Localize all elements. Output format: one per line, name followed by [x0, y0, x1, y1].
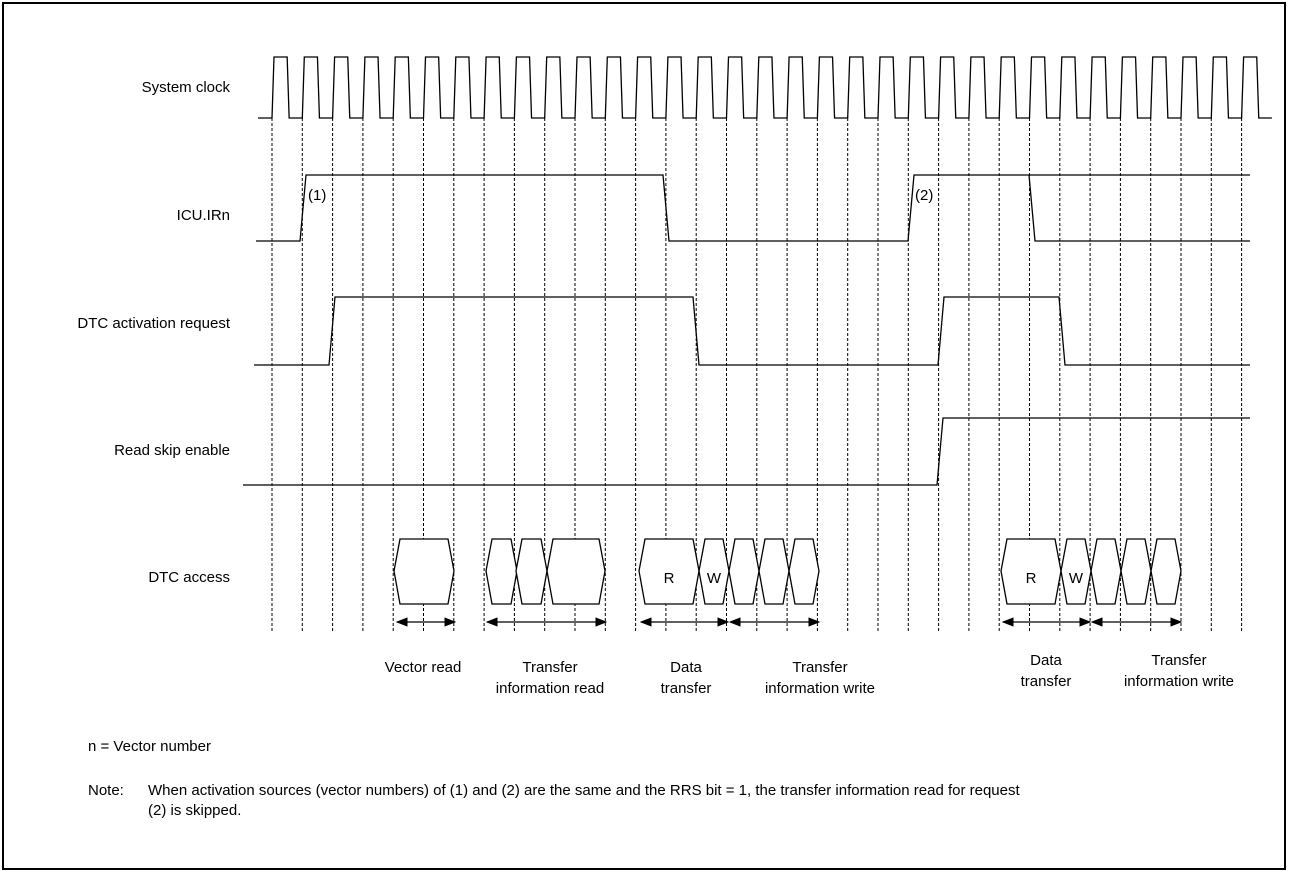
- read-label-1: R: [664, 570, 675, 587]
- vector-number-legend: n = Vector number: [88, 738, 211, 755]
- icu-irn-label: ICU.IRn: [176, 207, 230, 224]
- info-read-cycle-3: [546, 538, 606, 605]
- info-read-cycle-1: [485, 538, 518, 605]
- data-write-cycle-2: [1060, 538, 1092, 605]
- note-text: When activation sources (vector numbers)…: [148, 782, 1020, 819]
- transfer-info-write-caption-1: Transfer information write: [764, 659, 876, 697]
- info-write-cycle-1a: [728, 538, 760, 605]
- info-write-cycle-1b: [758, 538, 790, 605]
- info-read-cycle-2: [515, 538, 548, 605]
- data-transfer-caption-2: Data transfer: [1020, 652, 1072, 690]
- dtc-access-bus: [393, 538, 1182, 605]
- vector-read-caption: Vector read: [384, 659, 462, 676]
- data-read-cycle-1: [638, 538, 700, 605]
- read-skip-enable-waveform: [243, 417, 1250, 486]
- system-clock-label: System clock: [141, 79, 230, 96]
- read-label-2: R: [1026, 570, 1037, 587]
- info-write-cycle-1c: [788, 538, 820, 605]
- read-skip-enable-label: Read skip enable: [114, 442, 230, 459]
- transfer-info-write-caption-2: Transfer information write: [1123, 652, 1235, 690]
- dtc-activation-request-label: DTC activation request: [77, 315, 230, 332]
- system-clock-waveform: [258, 56, 1272, 119]
- marker-2: (2): [915, 187, 933, 204]
- write-label-1: W: [707, 570, 722, 587]
- dtc-access-label: DTC access: [148, 569, 230, 586]
- note-label: Note:: [88, 782, 124, 799]
- data-read-cycle-2: [1000, 538, 1062, 605]
- dtc-activation-request-waveform: [254, 296, 1250, 366]
- vector-read-cycle: [393, 538, 455, 605]
- info-write-cycle-2a: [1090, 538, 1122, 605]
- info-write-cycle-2c: [1150, 538, 1182, 605]
- icu-irn-waveform: [256, 174, 1250, 242]
- data-write-cycle-1: [698, 538, 730, 605]
- marker-1: (1): [308, 187, 326, 204]
- write-label-2: W: [1069, 570, 1084, 587]
- data-transfer-caption-1: Data transfer: [660, 659, 712, 697]
- clock-gridlines: [271, 118, 1243, 632]
- transfer-info-read-caption: Transfer information read: [495, 659, 605, 697]
- info-write-cycle-2b: [1120, 538, 1152, 605]
